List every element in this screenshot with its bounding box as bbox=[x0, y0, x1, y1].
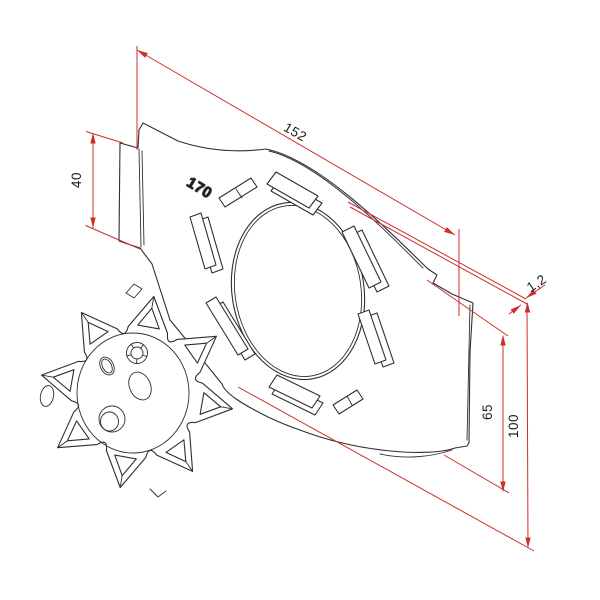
arrowheads bbox=[90, 133, 96, 228]
stamped-tab-left-upper bbox=[189, 212, 224, 274]
extension-lines bbox=[85, 131, 141, 250]
arrowheads bbox=[524, 302, 531, 548]
mounting-plate: 170 bbox=[118, 122, 474, 458]
dimension-100-label: 100 bbox=[506, 414, 521, 438]
stamped-tab-right-upper bbox=[341, 225, 390, 293]
adapter-edge-hole bbox=[39, 385, 55, 407]
dimension-65 bbox=[426, 279, 510, 494]
arrowheads bbox=[510, 289, 537, 314]
plate-edge-thickness-lines bbox=[138, 148, 471, 458]
extension-lines bbox=[136, 46, 460, 316]
adapter-oval-hole-large bbox=[128, 371, 152, 401]
mounting-slot-top-left bbox=[218, 177, 258, 208]
adapter-lobe-tip-faces bbox=[52, 307, 222, 477]
arrowheads bbox=[137, 50, 455, 235]
arrowheads bbox=[500, 335, 506, 492]
extension-lines bbox=[237, 386, 535, 552]
adapter-spline-hole bbox=[126, 342, 148, 364]
dimension-152-label: 152 bbox=[281, 120, 309, 145]
dimension-65-label: 65 bbox=[480, 404, 495, 420]
dimensions: 152 40 1,2 65 bbox=[69, 46, 549, 552]
extension-lines bbox=[347, 201, 528, 305]
stamped-tab-right-lower bbox=[357, 309, 395, 368]
dimension-line bbox=[526, 302, 529, 548]
dimension-100 bbox=[237, 302, 535, 552]
adapter-clip-details bbox=[125, 283, 167, 498]
stamped-tab-left-lower bbox=[205, 296, 256, 361]
extension-lines bbox=[426, 279, 510, 494]
center-hole bbox=[230, 201, 366, 381]
adapter-lobe-edge-lines bbox=[41, 296, 233, 488]
adapter-round-hole bbox=[98, 405, 126, 433]
dimension-line bbox=[136, 49, 456, 236]
stamped-tab-top bbox=[266, 171, 323, 216]
dimension-40 bbox=[85, 131, 141, 250]
stamped-tab-bottom bbox=[268, 374, 324, 416]
dimension-152 bbox=[136, 46, 460, 316]
motor-drive-adapter bbox=[39, 283, 234, 498]
dimension-1-2 bbox=[347, 201, 546, 315]
dimension-1-2-label: 1,2 bbox=[524, 271, 549, 295]
mounting-slot-bottom-right bbox=[332, 389, 364, 415]
adapter-front-disc bbox=[76, 332, 190, 454]
dimension-40-label: 40 bbox=[69, 172, 84, 188]
adapter-oval-hole-small bbox=[99, 356, 115, 376]
